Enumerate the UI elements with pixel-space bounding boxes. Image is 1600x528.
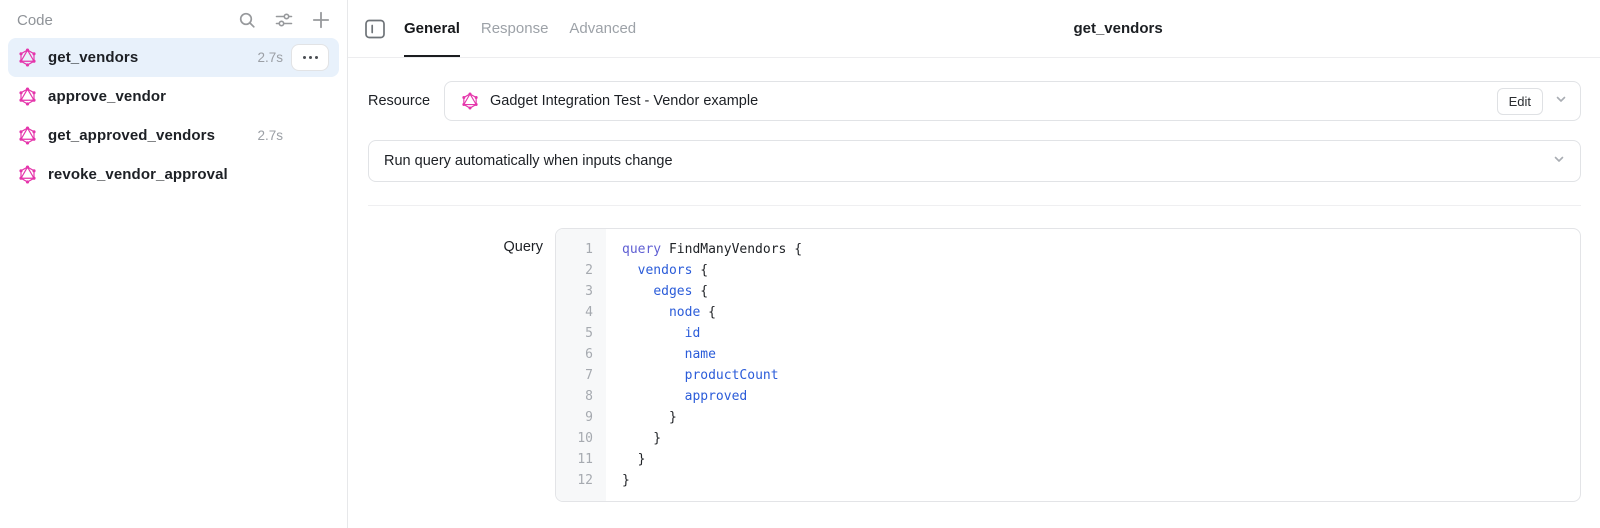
page-title: get_vendors [1073,20,1163,37]
code-line: } [622,473,630,488]
run-duration: 2.7s [257,50,283,65]
code-sidebar: Code get_vendors 2.7s approve_vendor get_ap… [0,0,348,528]
code-list: get_vendors 2.7s approve_vendor get_approve… [0,36,347,194]
graphql-icon [18,48,37,67]
more-options-icon[interactable] [291,44,329,71]
query-panel-header: General Response Advanced get_vendors [348,0,1600,58]
run-mode-select[interactable]: Run query automatically when inputs chan… [368,140,1581,182]
resource-label: Resource [368,93,431,109]
tab-response[interactable]: Response [480,20,549,37]
resource-select[interactable]: Gadget Integration Test - Vendor example… [444,81,1581,121]
graphql-icon [18,87,37,106]
query-name: get_approved_vendors [48,127,216,144]
sidebar-item-get_approved_vendors[interactable]: get_approved_vendors 2.7s [8,116,339,155]
sidebar-title: Code [17,11,53,29]
query-label-col: Query [368,228,555,256]
query-label: Query [503,239,544,255]
filter-sliders-icon[interactable] [274,10,294,30]
query-name: revoke_vendor_approval [48,166,228,183]
line-number: 6 [585,347,593,362]
sidebar-item-get_vendors[interactable]: get_vendors 2.7s [8,38,339,77]
code-line: id [684,326,701,341]
resource-value: Gadget Integration Test - Vendor example [490,93,759,109]
line-number: 12 [577,473,593,488]
code-line: query FindManyVendors { [622,242,803,257]
code-area[interactable]: query FindManyVendors { vendors { edges … [606,229,1580,501]
run-duration: 2.7s [257,128,283,143]
resource-row: Resource Gadget Integration Test - Vendo… [368,81,1581,121]
graphql-icon [461,92,479,110]
query-panel: General Response Advanced get_vendors Reso… [348,0,1600,528]
line-number: 2 [585,263,593,278]
code-line: approved [684,389,748,404]
panel-toggle-icon[interactable] [363,17,387,41]
graphql-icon [18,165,37,184]
search-icon[interactable] [237,10,257,30]
add-icon[interactable] [311,10,331,30]
line-number: 8 [585,389,593,404]
code-line: } [622,410,677,425]
query-name: approve_vendor [48,88,167,105]
code-line: } [622,452,646,467]
graphql-icon [18,126,37,145]
code-line: vendors { [637,263,709,278]
code-line: edges { [653,284,709,299]
general-tab-content: Resource Gadget Integration Test - Vendo… [348,58,1600,502]
sidebar-actions [237,10,331,30]
line-number: 9 [585,410,593,425]
main-title-wrap: get_vendors [636,0,1600,57]
chevron-down-icon [1553,152,1565,170]
line-number: 1 [585,242,593,257]
edit-resource-button[interactable]: Edit [1496,87,1543,115]
sidebar-header: Code [0,8,347,36]
section-divider [368,205,1581,206]
query-name: get_vendors [48,49,139,66]
chevron-down-icon [1555,92,1567,110]
sidebar-item-revoke_vendor_approval[interactable]: revoke_vendor_approval [8,155,339,194]
sidebar-item-approve_vendor[interactable]: approve_vendor [8,77,339,116]
code-line: node { [668,305,716,320]
line-number: 3 [585,284,593,299]
tab-general[interactable]: General [404,0,460,57]
line-number: 10 [577,431,593,446]
line-number: 4 [585,305,593,320]
line-number: 5 [585,326,593,341]
run-mode-value: Run query automatically when inputs chan… [384,153,673,169]
code-line: productCount [684,368,779,383]
line-number: 11 [577,452,593,467]
code-line: } [622,431,662,446]
code-line: name [684,347,716,362]
line-number: 7 [585,368,593,383]
tab-advanced[interactable]: Advanced [569,20,637,37]
tab-bar: General Response Advanced [404,0,636,57]
